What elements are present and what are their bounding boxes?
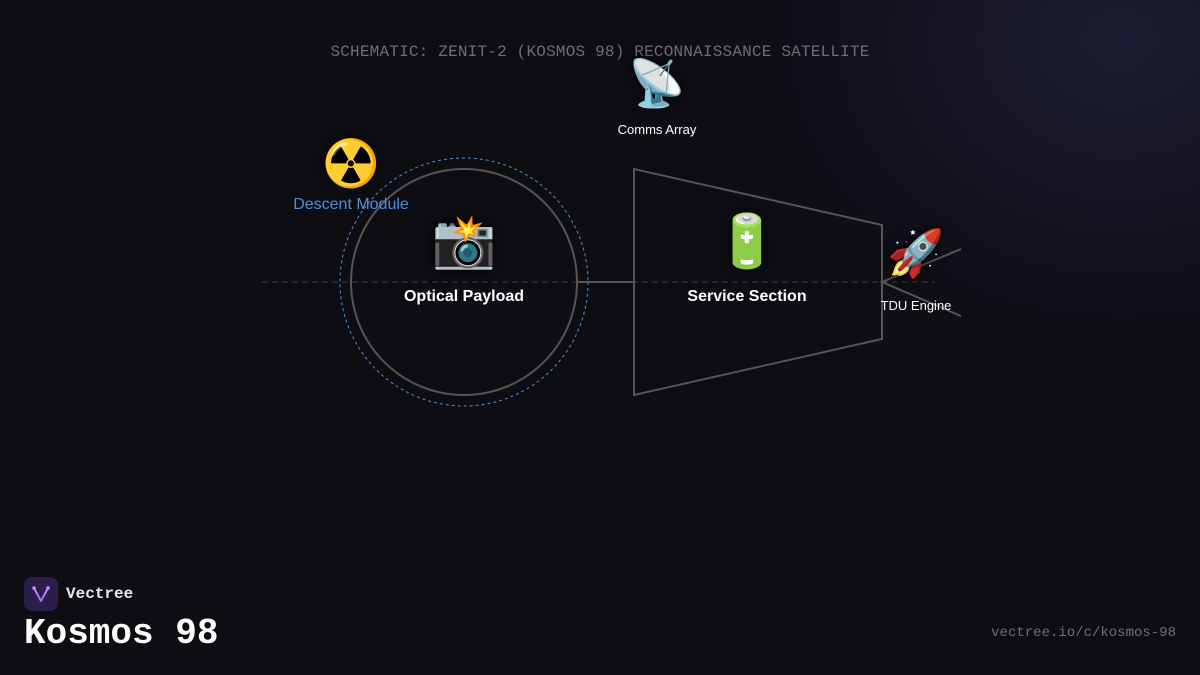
optical-payload-label: Optical Payload xyxy=(403,288,525,305)
comms-array-label: Comms Array xyxy=(617,122,697,137)
battery-icon: 🔋 xyxy=(714,212,780,272)
descent-module-node[interactable]: ☢️ Descent Module xyxy=(293,140,409,214)
descent-module-label: Descent Module xyxy=(293,196,409,213)
optical-payload-node[interactable]: 📸 Optical Payload xyxy=(404,216,524,306)
radioactive-icon: ☢️ xyxy=(322,136,380,190)
vectree-logo-icon xyxy=(24,577,58,611)
engine-nozzle[interactable] xyxy=(879,248,962,317)
comms-array-node[interactable]: 📡 Comms Array xyxy=(618,60,697,137)
service-section-label: Service Section xyxy=(687,288,807,305)
tdu-engine-label: TDU Engine xyxy=(880,298,952,313)
rocket-icon: 🚀 xyxy=(887,226,945,280)
descent-module-sphere[interactable] xyxy=(350,168,578,396)
diagram-title: SCHEMATIC: ZENIT-2 (KOSMOS 98) RECONNAIS… xyxy=(330,43,870,61)
page-url-link[interactable]: vectree.io/c/kosmos-98 xyxy=(991,625,1176,641)
brand-name: Vectree xyxy=(66,585,134,603)
satellite-antenna-icon: 📡 xyxy=(628,56,686,110)
page-title: Kosmos 98 xyxy=(24,613,219,654)
camera-flash-icon: 📸 xyxy=(431,212,497,272)
descent-module-highlight-ring[interactable] xyxy=(339,157,589,407)
brand-header[interactable]: Vectree xyxy=(24,577,133,611)
tdu-engine-node[interactable]: 🚀 TDU Engine xyxy=(881,230,952,313)
service-section-node[interactable]: 🔋 Service Section xyxy=(687,216,806,306)
service-section-body[interactable] xyxy=(633,167,883,397)
